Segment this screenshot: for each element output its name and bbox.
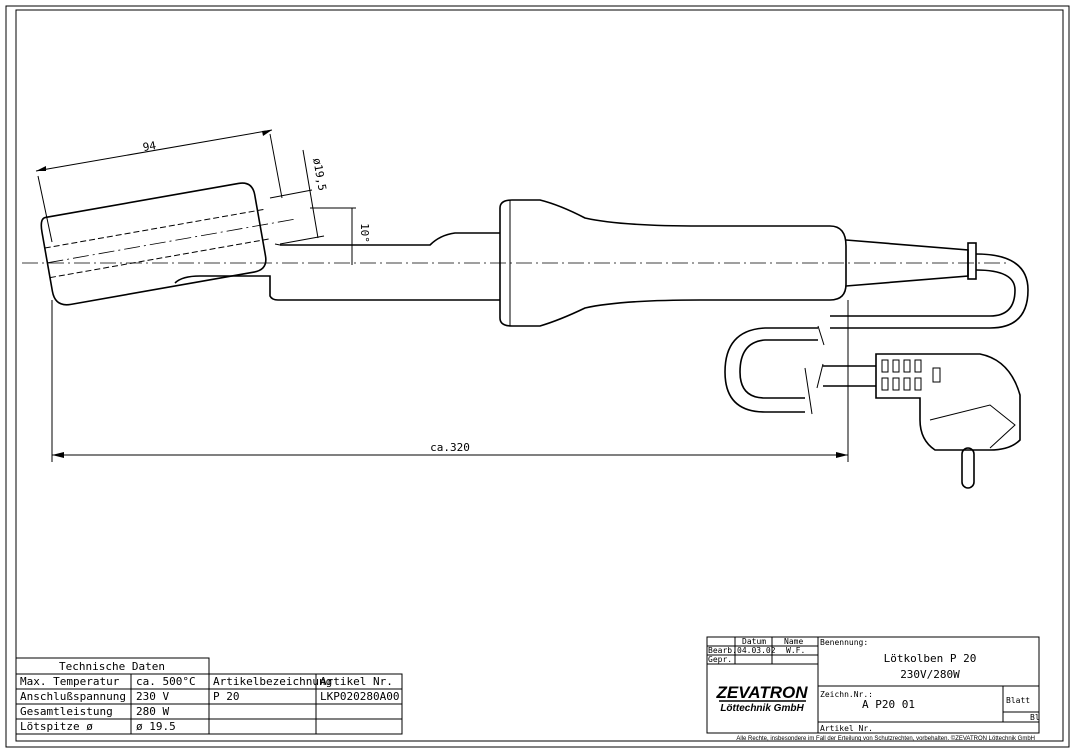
article-col1-header: Artikelbezeichnung bbox=[213, 675, 332, 688]
bl-label: Bl bbox=[1030, 713, 1040, 722]
soldering-iron bbox=[22, 182, 1029, 489]
gepr-label: Gepr. bbox=[708, 655, 732, 664]
tech-row-value: 280 W bbox=[136, 705, 169, 718]
bearb-date: 04.03.02 bbox=[737, 646, 776, 655]
name-header: Name bbox=[784, 637, 803, 646]
power-cable bbox=[830, 253, 1029, 329]
title-block: Datum Name Bearb. 04.03.02 W.F. Gepr. Be… bbox=[706, 636, 1040, 734]
cable-ring bbox=[967, 242, 977, 280]
zeichn-label: Zeichn.Nr.: bbox=[820, 690, 873, 699]
artikel-label: Artikel Nr. bbox=[820, 724, 873, 733]
outer-frame bbox=[5, 5, 1070, 748]
tech-table-title: Technische Daten bbox=[59, 660, 165, 673]
dim-diameter-label: ø19,5 bbox=[310, 157, 329, 192]
tech-row-label: Anschlußspannung bbox=[20, 690, 126, 703]
tech-data-table: Technische Daten Max. Temperatur ca. 500… bbox=[15, 657, 403, 735]
dim-94-label: 94 bbox=[142, 139, 158, 154]
inner-frame bbox=[15, 9, 1064, 742]
benennung-line1: Lötkolben P 20 bbox=[884, 652, 977, 665]
zeichn-value: A P20 01 bbox=[862, 698, 915, 711]
tech-row-label: Lötspitze ø bbox=[20, 720, 93, 733]
tech-row-label: Gesamtleistung bbox=[20, 705, 113, 718]
tech-row-value: ca. 500°C bbox=[136, 675, 196, 688]
plug-pin bbox=[961, 447, 975, 489]
article-col2-header: Artikel Nr. bbox=[320, 675, 393, 688]
datum-header: Datum bbox=[742, 637, 766, 646]
dim-320-label: ca.320 bbox=[430, 441, 470, 454]
schuko-plug bbox=[875, 353, 1021, 489]
dimension-diameter: ø19,5 bbox=[269, 149, 329, 245]
soldering-tip bbox=[40, 182, 298, 306]
tech-row-value: 230 V bbox=[136, 690, 169, 703]
company-subtitle: Löttechnik GmbH bbox=[720, 703, 804, 714]
bearb-label: Bearb. bbox=[708, 646, 737, 655]
dimension-320: ca.320 bbox=[51, 300, 849, 462]
dimension-94: 94 bbox=[35, 129, 283, 243]
tech-row-value: ø 19.5 bbox=[136, 720, 176, 733]
shaft bbox=[174, 232, 500, 301]
copyright-notice: Alle Rechte, insbesondere im Fall der Er… bbox=[736, 735, 1035, 742]
article-col1-value: P 20 bbox=[213, 690, 240, 703]
article-col2-value: LKP020280A00 bbox=[320, 690, 399, 703]
bearb-name: W.F. bbox=[786, 646, 805, 655]
benennung-label: Benennung: bbox=[820, 638, 868, 647]
dimension-angle: 10° bbox=[310, 207, 371, 265]
benennung-line2: 230V/280W bbox=[900, 668, 960, 681]
company-logo: ZEVATRON bbox=[716, 683, 809, 702]
blatt-label: Blatt bbox=[1006, 696, 1030, 705]
dim-angle-label: 10° bbox=[358, 223, 371, 243]
handle bbox=[499, 199, 847, 327]
tech-row-label: Max. Temperatur bbox=[20, 675, 120, 688]
